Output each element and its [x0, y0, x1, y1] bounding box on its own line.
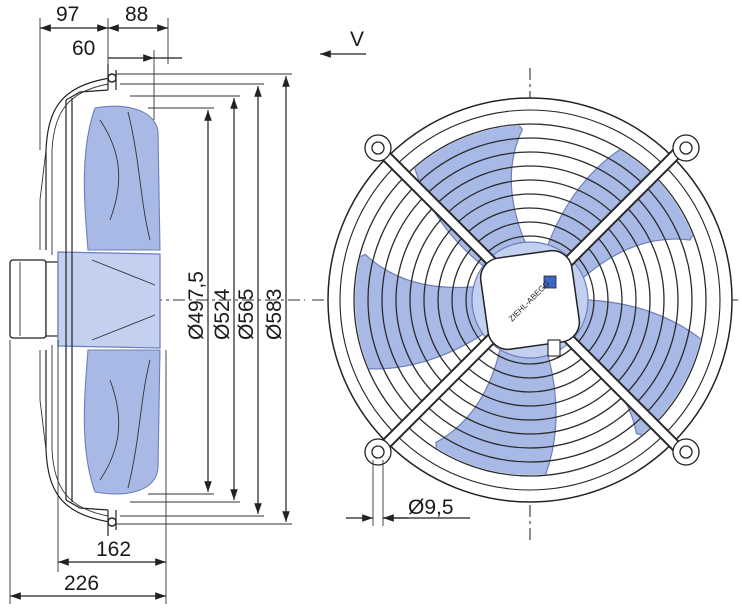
dim-565: Ø565	[235, 289, 258, 340]
side-view: Ø497,5 Ø524 Ø565 Ø583 97 88 60 162	[9, 3, 305, 604]
bottom-dimensions: 162 226	[9, 340, 167, 604]
mount-hole-top-left	[364, 134, 392, 162]
mount-hole-bottom-left	[364, 438, 392, 466]
top-dimensions: 97 88 60	[39, 3, 182, 150]
front-view: ZIEHL-ABEGG Ø9,5	[312, 68, 740, 540]
blade-edges-side	[91, 111, 156, 489]
mount-hole-top-right	[672, 134, 700, 162]
cable-gland	[547, 339, 561, 357]
impeller-side	[83, 105, 161, 495]
dim-226: 226	[64, 572, 99, 595]
dim-162: 162	[96, 538, 131, 561]
vertical-dimension-lines	[204, 76, 290, 522]
dim-hole-9-5: Ø9,5	[408, 496, 454, 519]
vertical-dimension-labels: Ø497,5 Ø524 Ø565 Ø583	[185, 271, 286, 340]
motor-plate: ZIEHL-ABEGG	[479, 249, 581, 351]
inner-ring	[339, 109, 721, 491]
guard-frame-side	[39, 64, 117, 536]
guard-rings	[353, 123, 707, 477]
dim-497-5: Ø497,5	[185, 271, 208, 340]
dim-88: 88	[125, 3, 148, 26]
mounting-feet	[364, 134, 700, 466]
extension-lines-vertical	[116, 73, 292, 525]
airflow-indicator: V	[320, 28, 366, 58]
dim-583: Ø583	[263, 289, 286, 340]
dim-60: 60	[72, 37, 95, 60]
hole-dimension: Ø9,5	[346, 460, 470, 526]
dim-524: Ø524	[211, 288, 234, 340]
rotor-hub	[57, 251, 161, 349]
airflow-label: V	[350, 28, 364, 51]
dim-97: 97	[56, 3, 79, 26]
motor-housing	[9, 259, 59, 339]
mount-hole-bottom-right	[672, 438, 700, 466]
